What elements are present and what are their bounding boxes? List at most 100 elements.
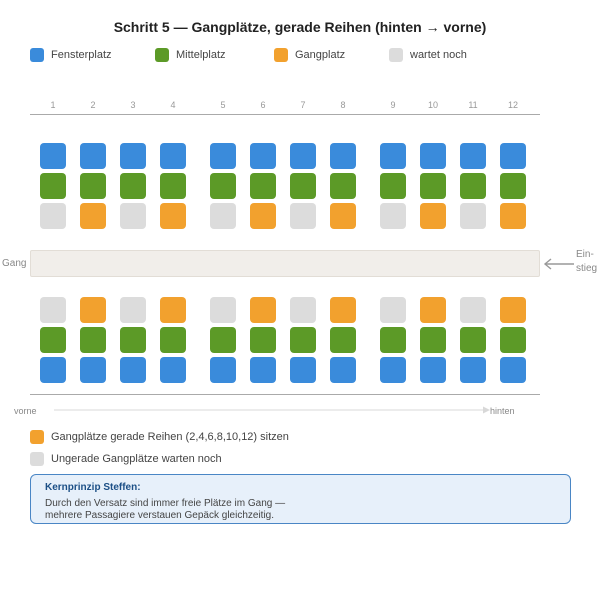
seat-window <box>500 143 526 169</box>
seat-window <box>210 143 236 169</box>
seat-middle <box>330 327 356 353</box>
seat-window <box>160 357 186 383</box>
seat-aisle <box>160 297 186 323</box>
row-number: 11 <box>468 100 478 110</box>
seat-window <box>40 143 66 169</box>
row-number: 10 <box>427 100 438 110</box>
entry-label: Ein- stieg <box>576 248 597 276</box>
window-swatch <box>30 48 44 62</box>
legend-waiting-label: wartet noch <box>410 49 467 61</box>
seat-window <box>290 357 316 383</box>
seat-middle <box>120 327 146 353</box>
seat-window <box>460 143 486 169</box>
front-label: vorne <box>14 406 37 416</box>
legend-waiting: wartet noch <box>389 47 467 63</box>
fuselage-top-line <box>30 114 540 115</box>
seat-window <box>330 143 356 169</box>
seat-aisle <box>250 297 276 323</box>
seat-waiting <box>120 297 146 323</box>
seat-window <box>160 143 186 169</box>
info-box: Kernprinzip Steffen: Durch den Versatz s… <box>30 474 571 524</box>
note-seated-label: Gangplätze gerade Reihen (2,4,6,8,10,12)… <box>51 431 289 443</box>
seat-window <box>80 357 106 383</box>
seat-window <box>120 143 146 169</box>
entry-label-line2: stieg <box>576 263 598 274</box>
legend-window: Fensterplatz <box>30 47 112 63</box>
seat-aisle <box>500 203 526 229</box>
seat-aisle <box>420 297 446 323</box>
row-number: 1 <box>50 100 56 110</box>
seat-window <box>500 357 526 383</box>
seat-middle <box>380 173 406 199</box>
seat-middle <box>120 173 146 199</box>
aisle-label: Gang <box>2 258 27 269</box>
aisle-swatch <box>274 48 288 62</box>
seat-aisle <box>250 203 276 229</box>
seat-middle <box>460 327 486 353</box>
row-number: 5 <box>220 100 226 110</box>
entry-label-line1: Ein- <box>576 249 594 260</box>
row-number: 3 <box>130 100 136 110</box>
row-number: 6 <box>260 100 266 110</box>
legend-middle-label: Mittelplatz <box>176 49 226 61</box>
seat-waiting <box>460 203 486 229</box>
seat-aisle <box>80 203 106 229</box>
seat-window <box>250 357 276 383</box>
seat-middle <box>40 327 66 353</box>
entry-arrow-icon <box>543 258 574 270</box>
seat-window <box>120 357 146 383</box>
seat-window <box>250 143 276 169</box>
seat-waiting <box>460 297 486 323</box>
seat-waiting <box>120 203 146 229</box>
seat-aisle <box>80 297 106 323</box>
info-title: Kernprinzip Steffen: <box>45 482 141 493</box>
legend-aisle: Gangplatz <box>274 47 345 63</box>
note-seated: Gangplätze gerade Reihen (2,4,6,8,10,12)… <box>30 429 289 445</box>
seat-middle <box>330 173 356 199</box>
legend-aisle-label: Gangplatz <box>295 49 346 61</box>
seat-window <box>460 357 486 383</box>
row-number: 8 <box>340 100 346 110</box>
seat-window <box>420 143 446 169</box>
row-number: 7 <box>300 100 306 110</box>
row-number: 12 <box>507 100 518 110</box>
middle-swatch <box>155 48 169 62</box>
note-waiting: Ungerade Gangplätze warten noch <box>30 451 222 467</box>
seat-waiting <box>290 203 316 229</box>
seat-aisle <box>330 297 356 323</box>
row-number: 9 <box>390 100 396 110</box>
seat-middle <box>500 173 526 199</box>
seat-waiting <box>290 297 316 323</box>
seat-window <box>380 143 406 169</box>
waiting-note-swatch <box>30 452 44 466</box>
seat-middle <box>210 327 236 353</box>
seat-window <box>80 143 106 169</box>
seat-window <box>420 357 446 383</box>
page-title: Schritt 5 — Gangplätze, gerade Reihen (h… <box>113 19 487 35</box>
row-number: 4 <box>170 100 176 110</box>
seat-window <box>330 357 356 383</box>
seat-middle <box>160 173 186 199</box>
seat-window <box>210 357 236 383</box>
seat-waiting <box>210 297 236 323</box>
seat-middle <box>250 327 276 353</box>
seat-middle <box>420 327 446 353</box>
seat-waiting <box>210 203 236 229</box>
note-waiting-label: Ungerade Gangplätze warten noch <box>51 453 222 465</box>
legend-middle: Mittelplatz <box>155 47 226 63</box>
seat-aisle <box>500 297 526 323</box>
fuselage-bottom-line <box>30 394 540 395</box>
seat-waiting <box>380 203 406 229</box>
legend-window-label: Fensterplatz <box>51 49 112 61</box>
info-line2: mehrere Passagiere verstauen Gepäck glei… <box>45 510 275 521</box>
seat-middle <box>290 173 316 199</box>
seat-window <box>40 357 66 383</box>
seat-window <box>380 357 406 383</box>
aisle <box>30 250 540 277</box>
seat-waiting <box>40 297 66 323</box>
back-label: hinten <box>490 406 515 416</box>
info-line1: Durch den Versatz sind immer freie Plätz… <box>45 498 286 509</box>
seat-middle <box>40 173 66 199</box>
seated-swatch <box>30 430 44 444</box>
seat-waiting <box>380 297 406 323</box>
